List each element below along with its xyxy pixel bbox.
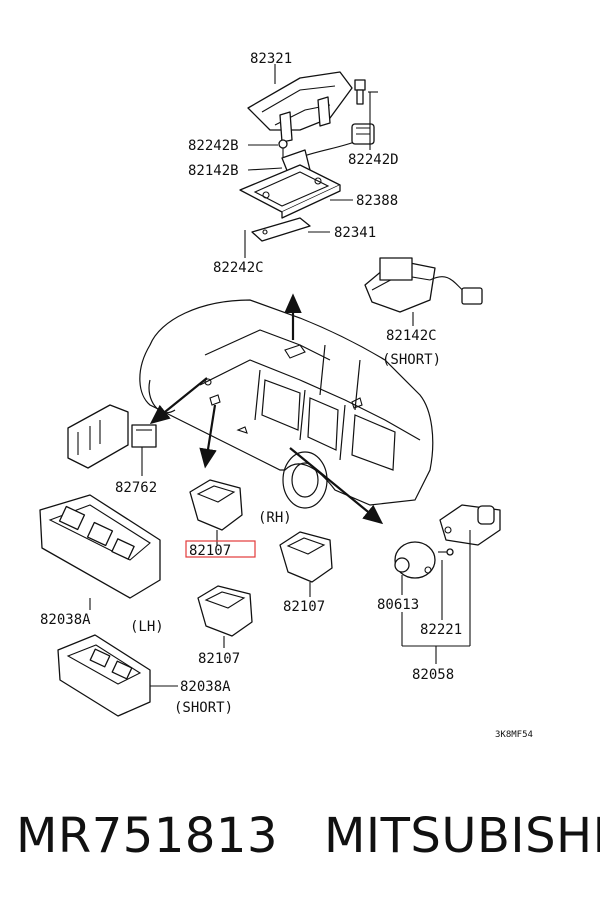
label-lh: (LH) — [130, 619, 164, 635]
console-lens-82388 — [239, 164, 341, 219]
lamp-82142c — [364, 257, 483, 313]
master-switch-short-82038a — [57, 634, 178, 717]
window-switch-82107-lh — [197, 585, 253, 648]
exploded-parts-diagram: 82321 82242B 82242D 82142B 82388 82341 8… — [39, 51, 533, 740]
diagram-code: 3K8MF54 — [495, 730, 533, 740]
label-82242b: 82242B — [188, 138, 239, 154]
label-80613: 80613 — [377, 597, 419, 613]
brand-name: MITSUBISHI — [324, 808, 600, 864]
label-82107-rh: 82107 — [283, 599, 325, 615]
label-short-top: (SHORT) — [382, 352, 441, 368]
label-82107-lh: 82107 — [198, 651, 240, 667]
screw-82242b-icon — [278, 139, 288, 157]
leader-lines-right — [401, 530, 471, 664]
door-switch-82058 — [439, 504, 501, 546]
label-short-bottom: (SHORT) — [174, 700, 233, 716]
master-switch-82038a — [39, 494, 161, 610]
label-rh: (RH) — [258, 510, 292, 526]
pointer-arrows — [149, 293, 384, 525]
bolt-82242d-icon — [354, 79, 366, 105]
label-82388: 82388 — [356, 193, 398, 209]
part-number: MR751813 — [16, 808, 278, 864]
label-82038a-short: 82038A — [180, 679, 231, 695]
label-82038a: 82038A — [40, 612, 91, 628]
label-82762: 82762 — [115, 480, 157, 496]
footer-caption: MR751813 MITSUBISHI — [16, 808, 600, 864]
label-82242d: 82242D — [348, 152, 399, 168]
label-82341: 82341 — [334, 225, 376, 241]
label-82142c: 82142C — [386, 328, 437, 344]
cover-82341 — [251, 217, 311, 242]
window-switch-82107-rh — [279, 531, 333, 597]
label-82221: 82221 — [420, 622, 462, 638]
label-82058: 82058 — [412, 667, 454, 683]
window-switch-82107-highlighted — [189, 479, 243, 545]
relay-82762 — [67, 404, 157, 476]
screw-82221-icon — [438, 548, 454, 556]
leader-lines-top — [244, 64, 414, 326]
label-82242c: 82242C — [213, 260, 264, 276]
highlight-box — [185, 540, 256, 558]
label-82107-highlighted: 82107 — [189, 543, 231, 559]
door-switch-80613 — [394, 541, 436, 579]
label-82142b: 82142B — [188, 163, 239, 179]
roof-console-bracket — [247, 71, 353, 143]
label-82321: 82321 — [250, 51, 292, 67]
